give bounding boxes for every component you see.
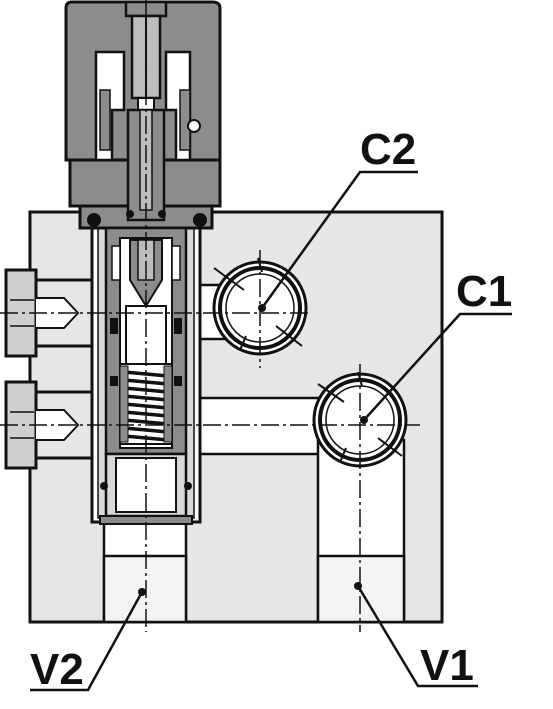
- internal-passages: [102, 283, 406, 624]
- label-v1: V1: [420, 641, 474, 690]
- left-upper-fitting: [4, 268, 94, 358]
- label-c1: C1: [456, 267, 512, 316]
- spring: [119, 363, 173, 445]
- c1-leader-dot: [360, 416, 368, 424]
- cartridge-head: [64, 0, 222, 230]
- leader-lines: [30, 170, 512, 692]
- left-lower-fitting: [4, 380, 94, 470]
- v1-leader-dot: [354, 582, 362, 590]
- label-c2: C2: [360, 125, 416, 174]
- v2-leader-dot: [138, 588, 146, 596]
- label-v2: V2: [30, 645, 84, 694]
- leader-dots: [138, 304, 368, 596]
- c2-leader-dot: [258, 304, 266, 312]
